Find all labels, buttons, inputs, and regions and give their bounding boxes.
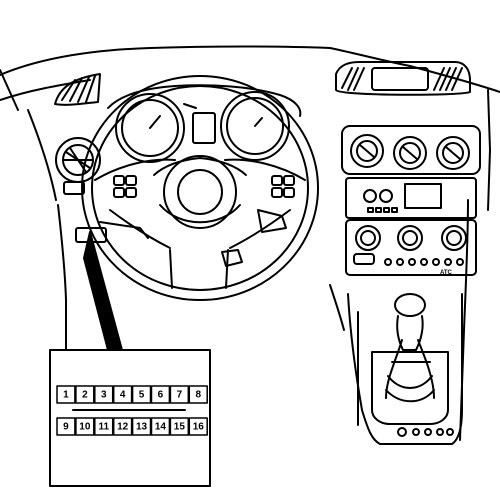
callout-pointer: [83, 231, 123, 351]
connector-pin-label: 13: [136, 422, 148, 433]
steering-right-buttons: [271, 175, 295, 198]
climate-panel: [345, 219, 477, 276]
connector-pin-cell: [56, 385, 76, 404]
radio-unit: [345, 177, 477, 219]
connector-pin-cell: [112, 417, 133, 436]
connector-pin-label: 10: [79, 422, 91, 433]
steering-left-buttons: [113, 175, 137, 198]
connector-pin-label: 7: [177, 390, 183, 401]
center-vent-1: [350, 134, 384, 168]
connector-pin-label: 9: [63, 422, 69, 433]
connector-pin-cell: [56, 417, 76, 436]
tachometer-gauge: [115, 93, 185, 163]
center-console: [341, 125, 481, 175]
instrument-cluster: [107, 84, 302, 163]
speedometer-gauge: [220, 91, 290, 161]
connector-pin-label: 12: [117, 422, 129, 433]
left-switch-panel: [63, 181, 85, 195]
connector-pin-cell: [188, 385, 208, 404]
connector-pin-label: 3: [101, 390, 107, 401]
connector-pin-cell: [169, 417, 190, 436]
connector-pin-cell: [131, 417, 152, 436]
connector-pin-label: 4: [120, 390, 126, 401]
connector-pin-label: 5: [139, 390, 145, 401]
connector-pin-label: 2: [82, 390, 88, 401]
connector-pin-cell: [150, 417, 171, 436]
center-display: [192, 112, 216, 144]
stalks: [99, 209, 287, 267]
console-mark: ATC: [440, 270, 453, 276]
gear-shift-area: [347, 293, 463, 445]
connector-pin-cell: [169, 385, 190, 404]
connector-pin-cell: [188, 417, 208, 436]
connector-pin-label: 6: [158, 390, 164, 401]
connector-pin-cell: [75, 417, 95, 436]
connector-pin-cell: [94, 417, 114, 436]
connector-pin-cell: [112, 385, 133, 404]
connector-pin-label: 11: [98, 422, 109, 433]
top-center-vent: [335, 61, 471, 96]
connector-pin-cell: [150, 385, 171, 404]
connector-pin-cell: [75, 385, 95, 404]
center-vent-2: [393, 136, 427, 170]
connector-pin-label: 1: [63, 390, 69, 401]
steering-hub: [163, 155, 237, 229]
connector-pin-label: 15: [174, 422, 186, 433]
connector-pin-cell: [131, 385, 152, 404]
steering-wheel: [81, 75, 319, 301]
center-vent-3: [436, 136, 470, 170]
left-air-vent: [54, 73, 101, 106]
connector-pin-label: 8: [195, 390, 201, 401]
dashboard-outline: [0, 45, 500, 441]
connector-pin-label: 14: [155, 422, 167, 433]
connector-pin-label: 16: [193, 422, 205, 433]
connector-pin-cell: [94, 385, 114, 404]
